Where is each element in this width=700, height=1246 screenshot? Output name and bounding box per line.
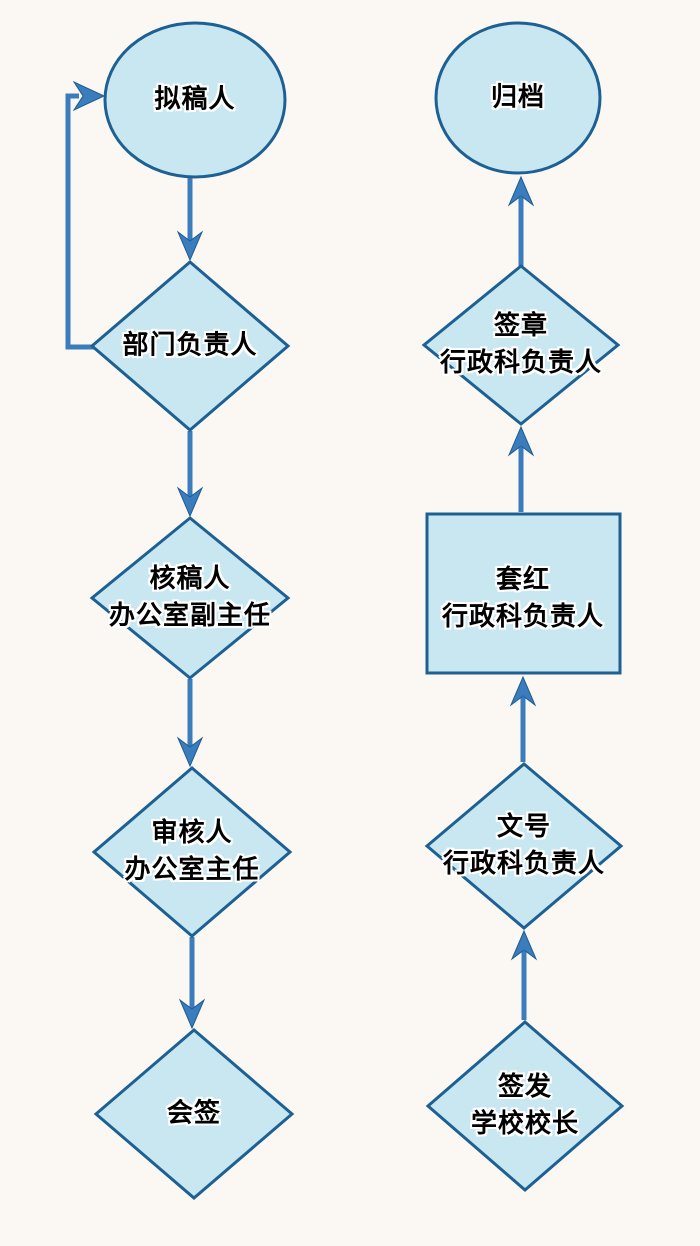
node-doc-number-diamond — [424, 762, 624, 930]
label-doc-number: 文号 行政科负责人 — [442, 812, 606, 879]
arrow-checker-to-auditor — [176, 679, 204, 768]
arrow-dept-head-to-checker — [176, 431, 204, 518]
node-countersign-diamond — [93, 1028, 295, 1200]
arrow-return-to-drafter — [65, 80, 106, 350]
label-checker: 核稿人 办公室副主任 — [108, 564, 272, 631]
arrow-issue-to-doc-number — [510, 929, 538, 1020]
arrow-doc-number-to-red-header — [509, 675, 537, 762]
node-checker-diamond — [89, 516, 291, 680]
label-issue: 签发 学校校长 — [470, 1072, 580, 1139]
node-auditor-diamond — [91, 766, 293, 938]
label-auditor: 审核人 办公室主任 — [124, 818, 260, 885]
node-issue-diamond — [425, 1020, 625, 1192]
label-red-header: 套红 行政科负责人 — [441, 565, 605, 632]
arrow-seal-to-archive — [507, 175, 535, 266]
label-drafter: 拟稿人 — [154, 84, 236, 115]
arrow-drafter-to-dept-head — [176, 177, 204, 262]
node-seal-diamond — [421, 264, 621, 426]
node-archive-circle — [434, 21, 602, 175]
node-red-header-rect — [425, 512, 622, 675]
label-archive: 归档 — [490, 82, 546, 113]
arrow-red-header-to-seal — [507, 425, 535, 512]
label-dept-head: 部门负责人 — [122, 330, 258, 361]
node-drafter-circle — [103, 21, 287, 179]
label-seal: 签章 行政科负责人 — [439, 311, 603, 378]
arrow-auditor-to-countersign — [178, 937, 206, 1030]
label-countersign: 会签 — [166, 1098, 222, 1129]
node-dept-head-diamond — [89, 260, 291, 432]
